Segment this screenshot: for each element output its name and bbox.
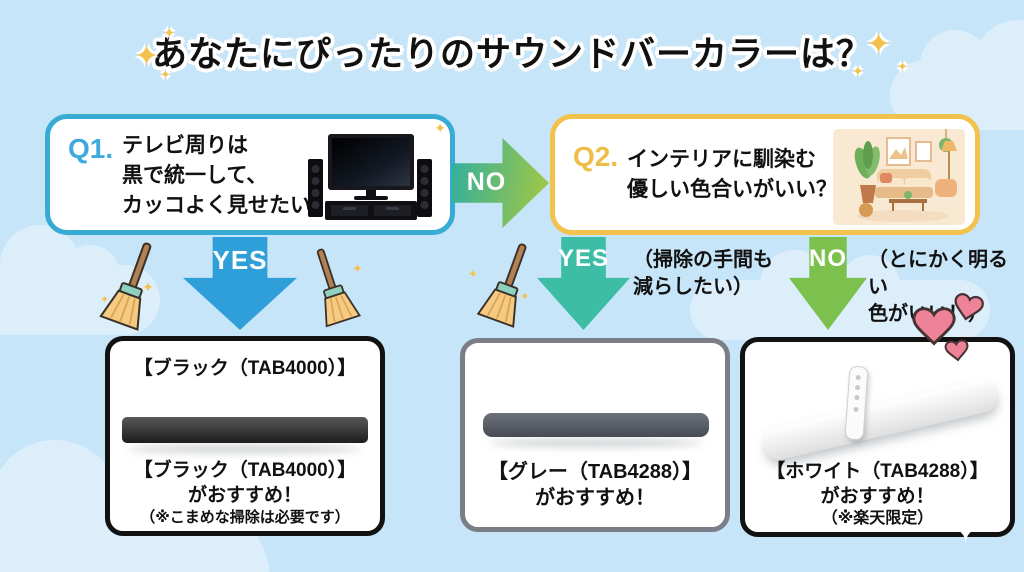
sparkle-icon: ✦ (897, 59, 908, 74)
q1-line: 黒で統一して、 (122, 163, 268, 187)
q2-label: Q2. (573, 141, 619, 172)
result-heading: 【ブラック（TAB4000）】 (133, 358, 357, 379)
no-arrow-q2: NO (789, 237, 867, 330)
q1-line: テレビ周りは (122, 134, 248, 157)
result-caption: 【ブラック（TAB4000）】 がおすすめ！ （※こまめな掃除は必要です） (110, 459, 380, 528)
sparkle-icon: ✦ (468, 267, 479, 281)
caption-line: がおすすめ！ (187, 484, 302, 506)
sparkle-icon: ✦ (520, 291, 530, 303)
q2-line: 優しい色合いがいい？ (627, 177, 837, 201)
q2-line: インテリアに馴染む (627, 148, 816, 171)
yes-arrow-q1: YES (183, 237, 297, 330)
result-white-box: 【ホワイト（TAB4288）】 がおすすめ！ （※楽天限定） (740, 337, 1015, 537)
sparkle-icon: ✦ (142, 279, 154, 295)
note-line: （とにかく明るい (868, 249, 1008, 298)
yes-q2-note: （掃除の手間も 減らしたい） (633, 247, 773, 301)
q1-line: カッコよく見せたい？ (122, 193, 332, 217)
tv-setup-illustration (308, 134, 432, 220)
sparkle-icon: ✦ (866, 28, 892, 61)
heart-icon (944, 339, 969, 362)
broom-icon (316, 248, 361, 328)
q2-text: インテリアに馴染む 優しい色合いがいい？ (627, 145, 837, 205)
sparkle-icon: ✦ (163, 25, 176, 42)
q1-text: テレビ周りは 黒で統一して、 カッコよく見せたい？ (122, 131, 332, 220)
no-arrow-to-q2: NO (452, 138, 549, 228)
sparkle-icon: ✦ (948, 505, 984, 552)
result-gray-box: 【グレー（TAB4288）】 がおすすめ！ (460, 338, 730, 532)
living-room-illustration (833, 129, 965, 225)
arrow-label: NO (809, 245, 847, 272)
caption-line: 【ブラック（TAB4000）】 (133, 460, 357, 481)
sparkle-icon: ✦ (100, 294, 110, 306)
question-2-box: Q2. インテリアに馴染む 優しい色合いがいい？ (550, 114, 980, 235)
caption-line: 【グレー（TAB4288）】 (487, 461, 703, 483)
caption-line: 【ホワイト（TAB4288）】 (766, 461, 989, 482)
soundbar-shadow (489, 439, 703, 447)
broom-icon (99, 242, 152, 331)
gray-soundbar-image (483, 413, 709, 437)
caption-note: （※こまめな掃除は必要です） (140, 509, 350, 527)
page-title: あなたにぴったりのサウンドバーカラーは？ (151, 35, 872, 74)
question-1-box: Q1. テレビ周りは 黒で統一して、 カッコよく見せたい？ (45, 114, 455, 235)
heart-icon (912, 307, 956, 346)
caption-line: がおすすめ！ (535, 487, 655, 509)
heart-icon (954, 293, 984, 321)
sparkle-icon: ✦ (160, 67, 171, 82)
black-soundbar-image (122, 417, 368, 443)
sparkle-icon: ✦ (852, 63, 864, 79)
sparkle-icon: ✦ (352, 261, 363, 276)
q1-label: Q1. (68, 133, 114, 164)
broom-icon (476, 243, 527, 328)
caption-line: がおすすめ！ (820, 485, 935, 507)
result-caption: 【グレー（TAB4288）】 がおすすめ！ (465, 459, 725, 511)
arrow-label: YES (557, 245, 610, 272)
soundbar-shadow (128, 445, 362, 453)
sparkle-icon: ✦ (434, 120, 446, 136)
result-caption: 【ホワイト（TAB4288）】 がおすすめ！ （※楽天限定） (745, 460, 1010, 530)
white-soundbar-image (760, 377, 1000, 463)
yes-arrow-q2: YES (537, 237, 630, 330)
sparkle-icon: ✦ (134, 40, 160, 73)
arrow-label: NO (466, 168, 507, 196)
arrow-label: YES (212, 245, 268, 275)
note-line: 減らしたい） (633, 276, 753, 298)
caption-note: （※楽天限定） (821, 510, 934, 528)
note-line: （掃除の手間も (633, 249, 773, 271)
result-black-box: 【ブラック（TAB4000）】 【ブラック（TAB4000）】 がおすすめ！ （… (105, 336, 385, 536)
